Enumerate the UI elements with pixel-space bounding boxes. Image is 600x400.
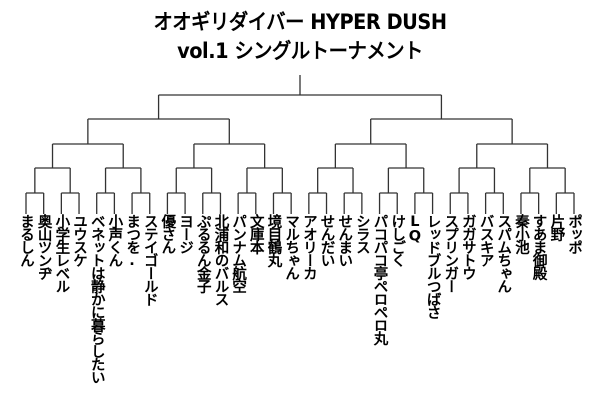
entrant-name: ぷるるん金子 [194, 214, 211, 292]
entrant-name: ユウスケ [71, 214, 88, 266]
tournament-subtitle: vol.1 シングルトーナメント [177, 39, 423, 63]
entrant-name: 文庫本 [247, 214, 264, 253]
entrant-name: ベネットは静かに暮らしたい [88, 214, 105, 383]
entrant-name: ヨージ [177, 214, 194, 253]
tournament-title: オオギリダイバー HYPER DUSH [153, 10, 447, 34]
entrant-name: 北浦和のバルス [212, 214, 229, 305]
entrant-name: バスキア [477, 214, 494, 266]
entrant-name: 秦小池 [512, 214, 529, 253]
entrant-name: アオリーカ [300, 214, 317, 279]
entrant-name: ポッポ [566, 214, 582, 253]
entrant-name: スパムちゃん [495, 214, 512, 292]
entrant-name: けしごく [389, 214, 406, 266]
entrant-name: せんだい [318, 214, 335, 266]
entrant-name: スプリンガー [442, 214, 459, 292]
entrant-name: シラス [353, 214, 370, 253]
entrant-name: せんまい [336, 214, 353, 266]
entrant-name: 小学生レベル [53, 214, 70, 292]
entrant-name: 小声くん [106, 214, 123, 266]
entrant-name: 境目鶴丸 [265, 214, 282, 266]
entrant-name: パンナム航空 [230, 214, 247, 292]
entrant-name: レッドブルつばさ [424, 214, 441, 318]
entrant-name: 優さん [159, 214, 176, 253]
entrant-name: パコパコ亭ペロペロ丸 [371, 214, 388, 344]
entrant-name: LQ [406, 214, 423, 243]
entrant-name: まるしん [18, 214, 34, 266]
entrant-name: ガガサトウ [459, 214, 476, 279]
entrant-name: 奥山ツンヂ [35, 214, 52, 279]
entrant-name: 片野 [548, 214, 565, 240]
entrant-name: マルちゃん [283, 214, 300, 279]
entrant-list: まるしん奥山ツンヂ小学生レベルユウスケベネットは静かに暮らしたい小声くんまつを.… [0, 214, 600, 400]
entrant-name: すあま御殿 [530, 214, 547, 279]
entrant-name: まつを. [124, 214, 141, 268]
entrant-name: ステイゴールド [141, 214, 158, 305]
